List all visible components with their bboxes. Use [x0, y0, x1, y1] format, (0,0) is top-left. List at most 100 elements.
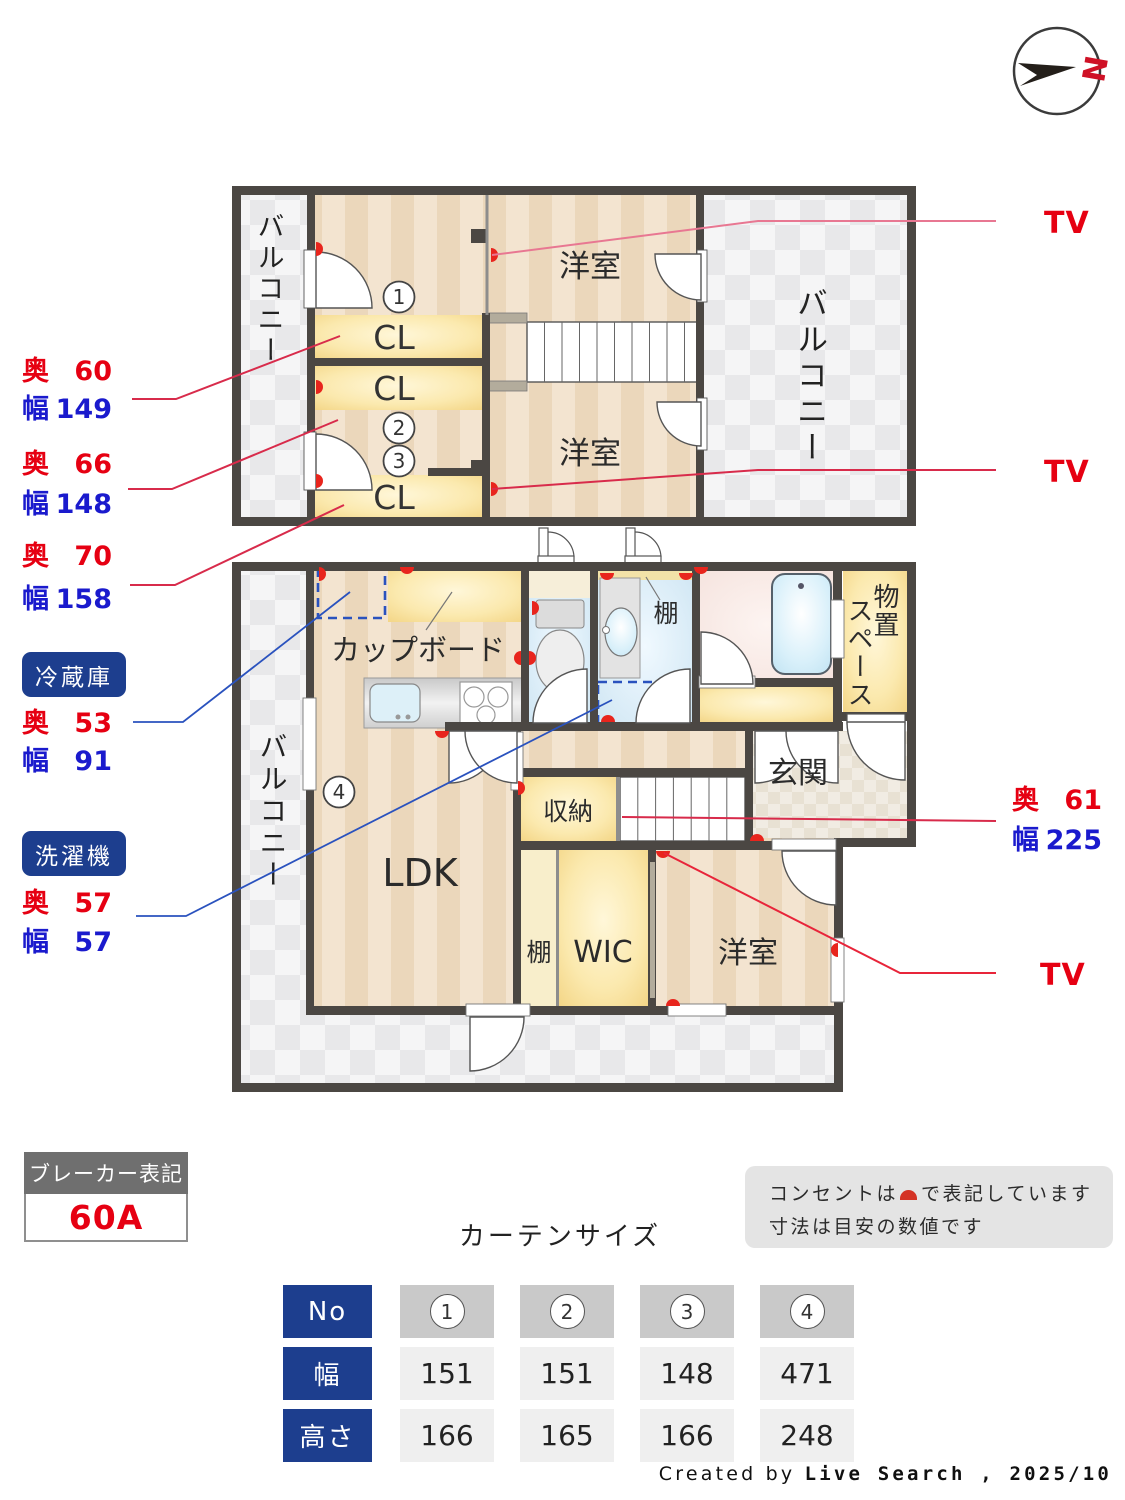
washer-badge: 洗濯機	[22, 831, 126, 876]
curtain-width-cell: 151	[520, 1347, 614, 1400]
floor1-room-label: 洋室	[718, 936, 778, 971]
floor2-balcony-left	[241, 195, 307, 517]
stairs-1f	[619, 776, 746, 842]
storage-space-label-col1: 物置	[869, 583, 899, 639]
kitchen-sink	[369, 683, 421, 723]
washroom-shelf-label: 棚	[653, 599, 678, 628]
svg-text:4: 4	[333, 780, 346, 804]
breaker-value: 60A	[24, 1194, 188, 1242]
tv-label-1: TV	[1044, 206, 1090, 241]
compass-north-label: N	[1074, 53, 1114, 85]
outlet-legend-icon	[900, 1190, 918, 1200]
closet-cl1-label: CL	[373, 318, 415, 357]
curtain-no-header: No	[283, 1285, 372, 1338]
closet-cl3-label: CL	[373, 478, 415, 517]
curtain-marker-3: 3	[382, 444, 416, 478]
note-line-2: 寸法は目安の数値です	[769, 1216, 985, 1238]
kitchen-counter	[363, 677, 525, 729]
curtain-marker-2: 2	[382, 411, 416, 445]
curtain-height-cell: 248	[760, 1409, 854, 1462]
floor2-walls	[232, 186, 916, 526]
floor2-partition	[485, 195, 489, 315]
cupboard	[388, 566, 523, 622]
notes-box: コンセントはで表記しています 寸法は目安の数値です	[745, 1166, 1113, 1248]
floor2-balcony-right-label: バルコニー	[791, 287, 827, 467]
curtain-width-cell: 471	[760, 1347, 854, 1400]
wic-label: WIC	[573, 935, 632, 970]
curtain-width-cell: 148	[640, 1347, 734, 1400]
floor2-room-top-label: 洋室	[559, 249, 621, 285]
toilet-shelf	[529, 571, 590, 598]
storage-space-label-col2: スペース	[843, 597, 873, 709]
floor2-balcony-right	[704, 195, 907, 517]
note-line-1: コンセントはで表記しています	[769, 1183, 1093, 1205]
floor1-balcony-label: バルコニー	[256, 732, 289, 892]
floor1-doors	[448, 631, 906, 1072]
curtain-row-height: 高さ 166 165 166 248	[283, 1409, 854, 1462]
washroom-top-shelf	[598, 571, 692, 580]
hall-closet-label: 収納	[543, 797, 593, 826]
closet-cl1	[312, 315, 482, 359]
tv-label-3: TV	[1040, 958, 1086, 993]
curtain-marker-4: 4	[322, 775, 356, 809]
breaker-title: ブレーカー表記	[24, 1152, 188, 1194]
floor1-balcony-left	[241, 571, 306, 1083]
fridge-badge: 冷蔵庫	[22, 652, 126, 697]
floor1-terrace	[241, 1015, 843, 1083]
vanity-sink	[599, 577, 641, 679]
shelf-strip	[521, 850, 556, 1006]
curtain-row-width: 幅 151 151 148 471	[283, 1347, 854, 1400]
floor1-plan: 4 バルコニー カップボード 棚 物置 スペース 玄関 収納 LDK 棚 WIC…	[232, 562, 916, 1092]
closet-cl2-label: CL	[373, 369, 415, 408]
svg-text:1: 1	[393, 285, 406, 309]
leader-lines	[128, 220, 997, 974]
storage-space-room	[843, 571, 907, 712]
shoe-cabinet	[697, 686, 833, 722]
entrance-door-swing	[846, 721, 906, 781]
curtain-table-title: カーテンサイズ	[458, 1222, 662, 1252]
floor2-plan: 1 2 3 バルコニー バルコニー 洋室 洋室 CL CL CL	[232, 186, 916, 526]
tv-label-2: TV	[1044, 455, 1090, 490]
floor2-balcony-left-label: バルコニー	[253, 212, 284, 367]
curtain-no-cell: 1	[400, 1285, 494, 1338]
curtain-width-header: 幅	[283, 1347, 372, 1400]
curtain-height-cell: 165	[520, 1409, 614, 1462]
cupboard-label: カップボード	[331, 633, 505, 667]
svg-text:3: 3	[393, 449, 406, 473]
curtain-no-cell: 3	[640, 1285, 734, 1338]
curtain-width-cell: 151	[400, 1347, 494, 1400]
curtain-no-cell: 4	[760, 1285, 854, 1338]
curtain-height-cell: 166	[640, 1409, 734, 1462]
floor2-doors	[303, 249, 708, 491]
curtain-height-cell: 166	[400, 1409, 494, 1462]
bathtub	[771, 573, 832, 675]
hall-closet-box	[521, 777, 616, 841]
wic-sliding-door	[650, 862, 655, 998]
shelf-label: 棚	[526, 938, 551, 967]
svg-text:2: 2	[393, 416, 406, 440]
curtain-row-no: No 1 2 3 4	[283, 1285, 854, 1338]
breaker-box: ブレーカー表記 60A	[24, 1152, 188, 1242]
footer-credit: Created by Live Search , 2025/10	[658, 1463, 1112, 1485]
curtain-no-cell: 2	[520, 1285, 614, 1338]
compass: N	[1012, 26, 1114, 116]
closet-cl2	[312, 366, 482, 410]
curtain-height-header: 高さ	[283, 1409, 372, 1462]
compass-needle-icon	[1018, 63, 1076, 86]
wic-room	[559, 850, 648, 1006]
entrance-label: 玄関	[768, 756, 828, 791]
